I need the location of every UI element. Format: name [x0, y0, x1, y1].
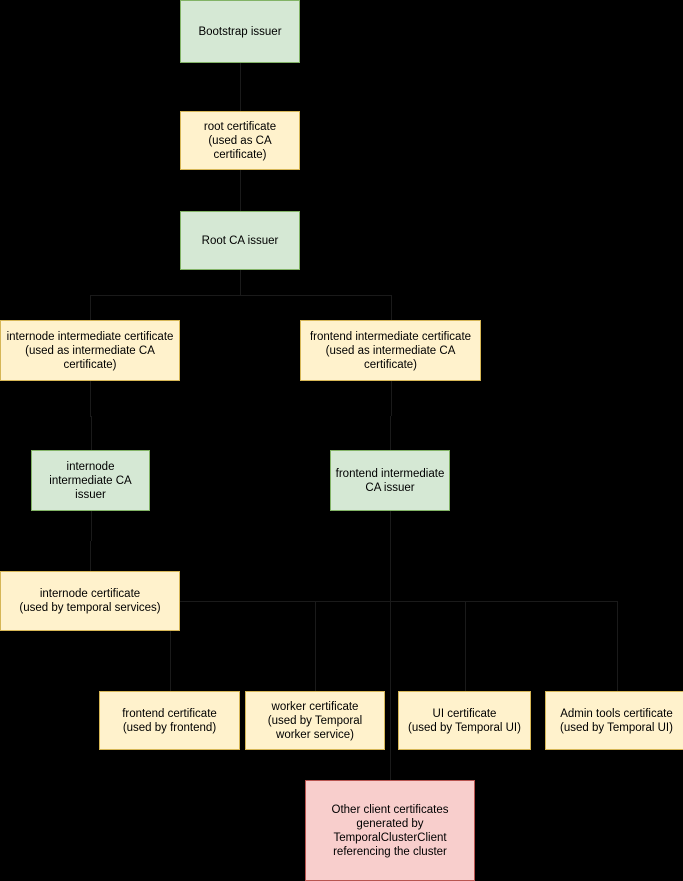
- edge-internode-intermediate-certificate-to-internode-intermediate-ca-issuer: [90, 381, 91, 416]
- node-label: Other client certificates generated by T…: [331, 803, 449, 858]
- node-label: internode certificate (used by temporal …: [19, 588, 161, 614]
- node-root-certificate[interactable]: root certificate (used as CA certificate…: [180, 111, 300, 170]
- edge-frontend-intermediate-certificate-to-frontend-intermediate-ca-issuer: [390, 416, 391, 450]
- edge-internode-intermediate-certificate-to-internode-intermediate-ca-issuer: [90, 416, 91, 417]
- edge-frontend-intermediate-ca-issuer-to-frontend-certificate: [170, 601, 390, 602]
- node-root-ca-issuer[interactable]: Root CA issuer: [180, 211, 300, 270]
- node-label: UI certificate (used by Temporal UI): [408, 707, 521, 734]
- edge-frontend-intermediate-certificate-to-frontend-intermediate-ca-issuer: [391, 381, 392, 416]
- edge-frontend-intermediate-ca-issuer-to-worker-certificate: [315, 601, 316, 691]
- edge-frontend-intermediate-ca-issuer-to-worker-certificate: [315, 601, 390, 602]
- node-label: Root CA issuer: [201, 234, 279, 247]
- edge-bootstrap-issuer-to-root-certificate: [240, 63, 241, 111]
- edge-internode-intermediate-ca-issuer-to-internode-certificate: [90, 541, 91, 571]
- node-label: internode intermediate CA issuer: [49, 460, 132, 501]
- edge-root-ca-issuer-to-frontend-intermediate-certificate: [240, 270, 241, 295]
- node-frontend-intermediate-ca-issuer[interactable]: frontend intermediate CA issuer: [330, 450, 450, 511]
- node-other-client-certificates[interactable]: Other client certificates generated by T…: [305, 780, 475, 881]
- node-label: Bootstrap issuer: [198, 25, 282, 38]
- edge-frontend-intermediate-ca-issuer-to-frontend-certificate: [170, 601, 171, 691]
- node-internode-intermediate-certificate[interactable]: internode intermediate certificate (used…: [0, 320, 180, 381]
- edge-root-ca-issuer-to-internode-intermediate-certificate: [90, 295, 91, 320]
- edge-internode-intermediate-ca-issuer-to-internode-certificate: [91, 511, 92, 541]
- node-ui-certificate[interactable]: UI certificate (used by Temporal UI): [398, 691, 531, 750]
- node-admin-tools-certificate[interactable]: Admin tools certificate (used by Tempora…: [545, 691, 683, 750]
- node-label: root certificate (used as CA certificate…: [203, 120, 277, 161]
- node-label: Admin tools certificate (used by Tempora…: [560, 707, 673, 734]
- edge-root-ca-issuer-to-internode-intermediate-certificate: [90, 295, 240, 296]
- edge-frontend-intermediate-ca-issuer-to-other-client-certificates: [390, 511, 391, 780]
- node-frontend-intermediate-certificate[interactable]: frontend intermediate certificate (used …: [300, 320, 481, 381]
- node-frontend-certificate[interactable]: frontend certificate (used by frontend): [99, 691, 240, 750]
- node-bootstrap-issuer[interactable]: Bootstrap issuer: [180, 0, 300, 63]
- edge-root-certificate-to-root-ca-issuer: [240, 170, 241, 211]
- node-internode-certificate[interactable]: internode certificate (used by temporal …: [0, 571, 180, 631]
- node-worker-certificate[interactable]: worker certificate (used by Temporal wor…: [245, 691, 385, 750]
- node-label: frontend intermediate certificate (used …: [309, 330, 472, 371]
- node-label: frontend intermediate CA issuer: [335, 467, 445, 494]
- edge-frontend-intermediate-ca-issuer-to-ui-certificate: [465, 601, 466, 691]
- node-label: internode intermediate certificate (used…: [6, 330, 174, 371]
- edge-root-ca-issuer-to-frontend-intermediate-certificate: [240, 295, 391, 296]
- edge-frontend-intermediate-ca-issuer-to-admin-tools-certificate: [390, 601, 617, 602]
- edge-frontend-intermediate-ca-issuer-to-admin-tools-certificate: [617, 601, 618, 691]
- node-internode-intermediate-ca-issuer[interactable]: internode intermediate CA issuer: [31, 450, 150, 511]
- edge-internode-intermediate-certificate-to-internode-intermediate-ca-issuer: [91, 416, 92, 450]
- edge-root-ca-issuer-to-frontend-intermediate-certificate: [391, 295, 392, 320]
- node-label: worker certificate (used by Temporal wor…: [267, 700, 363, 741]
- node-label: frontend certificate (used by frontend): [122, 707, 217, 734]
